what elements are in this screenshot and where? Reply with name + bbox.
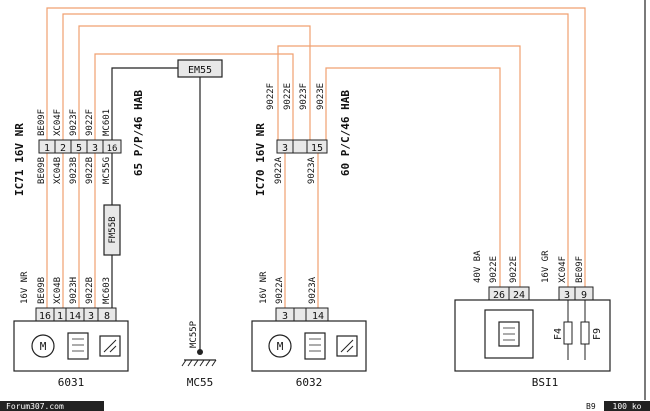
component-6032-type: 16V NR <box>259 271 269 304</box>
pin-label: 24 <box>513 290 525 301</box>
chip-icon <box>498 321 520 347</box>
window-icon <box>99 335 121 357</box>
component-6031-type: 16V NR <box>20 271 30 304</box>
wire-label: 9023B <box>69 157 79 184</box>
ic70-connector: 3 15 9022F 9022E 9023F 9023E 9022A 9023A… <box>254 83 352 196</box>
wire-label: XC04F <box>53 109 63 136</box>
ic70-pin-label: 15 <box>311 143 323 154</box>
pin-label: 26 <box>493 290 505 301</box>
component-bsi1: 26 24 9022E 9022E 40V BA 3 9 XC04F BE09F… <box>454 250 611 389</box>
fuse-f4-icon <box>563 321 573 345</box>
wire-label: MC601 <box>102 109 112 136</box>
spacer <box>293 307 307 322</box>
ic71-pin-label: 5 <box>76 143 82 154</box>
bsi1-name: BSI1 <box>532 376 559 389</box>
module-icon <box>304 332 326 360</box>
ic70-name: IC70 16V NR <box>254 123 267 196</box>
ic71-connector: 1 2 5 3 16 BE09F XC04F 9023F 9022F MC601… <box>13 90 145 196</box>
ic71-pin-label: 3 <box>92 143 98 154</box>
wire-label: 9022E <box>509 256 519 283</box>
wire-label: BE09B <box>37 157 47 184</box>
wire-label: 9023F <box>69 109 79 136</box>
wire-label: XC04F <box>558 256 568 283</box>
mc55-name: MC55 <box>187 376 214 389</box>
black-wires <box>111 67 201 352</box>
wire-label: XC04B <box>53 277 63 304</box>
wire-label: MC55G <box>102 157 112 184</box>
ic71-option: 65 P/P/46 HAB <box>132 90 145 176</box>
component-6032: 3 14 9022A 9023A 16V NR M 6032 <box>251 271 367 389</box>
ic71-pin-label: 2 <box>60 143 66 154</box>
pin-label: 16 <box>39 311 51 322</box>
wire-label: BE09B <box>37 277 47 304</box>
pin-label: 9 <box>581 290 587 301</box>
fm55b-box: FM55B <box>103 204 121 256</box>
fuse-label: F4 <box>553 328 564 340</box>
ic70-pin-15 <box>306 139 328 154</box>
pin-label: 3 <box>564 290 570 301</box>
footer-size: 100 ko <box>613 402 642 411</box>
component-6031: 16 1 14 3 8 BE09B XC04B 9023H 9022B MC60… <box>13 271 129 389</box>
wire-label: 9022E <box>489 256 499 283</box>
svg-text:M: M <box>277 340 284 353</box>
bsi1-conn2-type: 16V GR <box>541 250 551 283</box>
pin-label: 8 <box>104 311 110 322</box>
pin-label: 3 <box>88 311 94 322</box>
footer-code: B9 <box>586 402 596 411</box>
wire-label: 9023A <box>307 156 317 184</box>
ic71-name: IC71 16V NR <box>13 123 26 196</box>
wire-label: 9023F <box>299 83 309 110</box>
window-icon <box>336 335 358 357</box>
component-mc55: MC55P MC55 <box>181 320 217 389</box>
em55-box: EM55 <box>177 59 223 78</box>
em55-label: EM55 <box>188 65 212 76</box>
pin-label: 1 <box>57 311 63 322</box>
motor-icon <box>268 334 292 358</box>
wire-label: 9022A <box>274 156 284 184</box>
wire-label: 9022E <box>283 83 293 110</box>
wire-label: MC603 <box>102 277 112 304</box>
footer-site: Forum307.com <box>6 402 64 411</box>
footer: Forum307.com B9 100 ko <box>0 401 650 411</box>
module-icon <box>67 332 89 360</box>
pin-label: 14 <box>69 311 81 322</box>
ic71-pin-label: 16 <box>107 144 118 154</box>
wire-label: BE09F <box>575 256 585 283</box>
pin-label: 14 <box>312 311 324 322</box>
wire-label: 9023H <box>69 277 79 304</box>
wire-label: BE09F <box>37 109 47 136</box>
svg-text:M: M <box>40 340 47 353</box>
ic70-spacer <box>292 139 308 154</box>
wire-label: 9022B <box>85 277 95 304</box>
ic71-pin-16 <box>102 139 122 154</box>
pin-label: 3 <box>282 311 288 322</box>
wire-label: 9022A <box>275 276 285 304</box>
mc55-wire-label: MC55P <box>189 320 199 348</box>
orange-wires <box>46 7 586 308</box>
fuse-f9-icon <box>580 321 590 345</box>
fm55b-label: FM55B <box>108 216 118 243</box>
bsi1-conn1-type: 40V BA <box>473 250 483 283</box>
wire-label: 9023E <box>316 83 326 110</box>
component-6031-name: 6031 <box>58 376 85 389</box>
wire-label: 9023A <box>308 276 318 304</box>
wire-label: 9022F <box>266 83 276 110</box>
ic70-option: 60 P/C/46 HAB <box>339 90 352 176</box>
motor-icon <box>31 334 55 358</box>
module-icon <box>484 309 534 359</box>
wire-label: 9022B <box>85 157 95 184</box>
component-6032-name: 6032 <box>296 376 323 389</box>
wire-label: XC04B <box>53 157 63 184</box>
wire-label: 9022F <box>85 109 95 136</box>
fuse-label: F9 <box>592 328 603 340</box>
ic70-pin-label: 3 <box>282 143 288 154</box>
ic71-pin-label: 1 <box>44 143 50 154</box>
